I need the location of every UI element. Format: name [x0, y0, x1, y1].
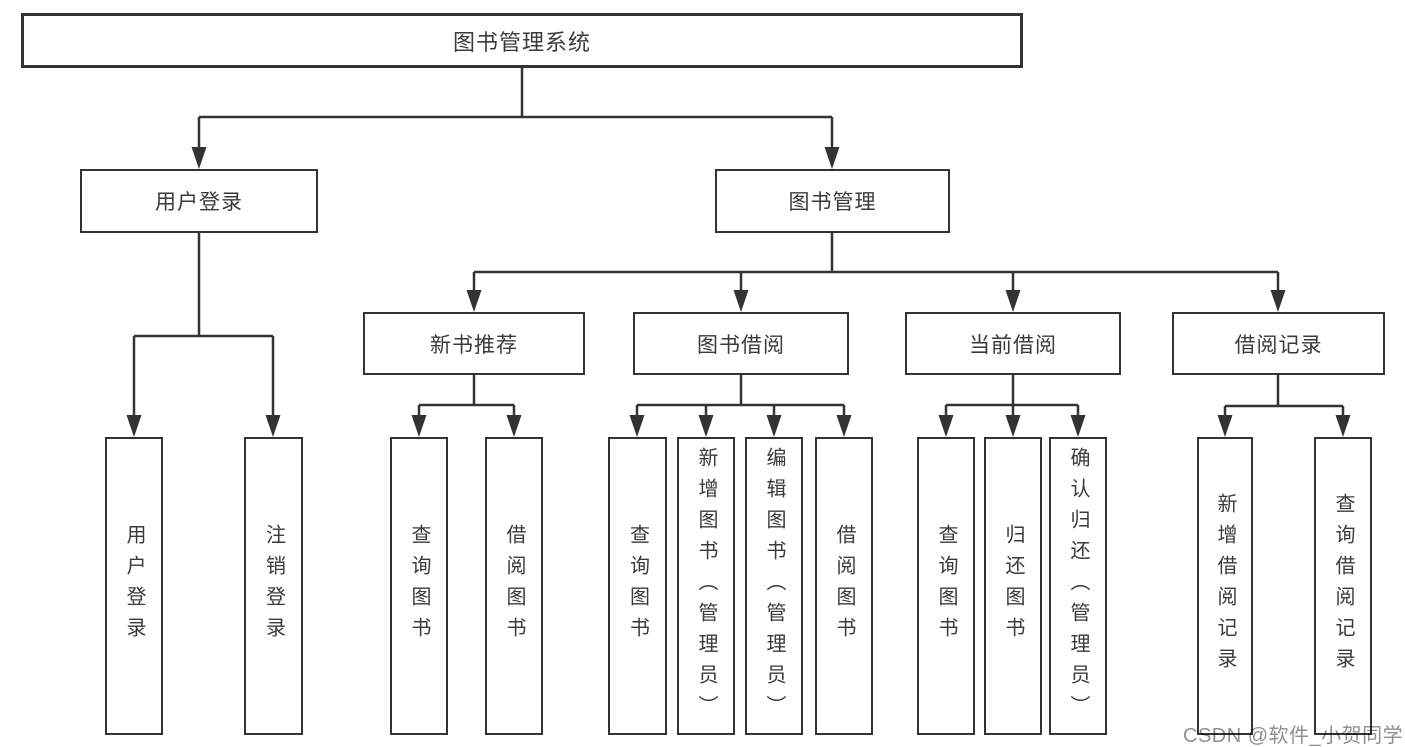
node-user-login-branch-label: 用户登录: [155, 191, 243, 214]
leaf-cb-confirm-return-admin-label: 确认归还（管理员）: [1067, 446, 1089, 726]
node-current-borrowing-label: 当前借阅: [969, 333, 1057, 357]
leaf-cb-query-books-label: 查询图书: [935, 524, 957, 648]
leaf-nb-query-books-label: 查询图书: [408, 524, 430, 648]
leaf-bb-query-books-label: 查询图书: [626, 524, 649, 648]
node-current-borrowing: 当前借阅: [905, 312, 1121, 375]
leaf-br-add-record: 新增借阅记录: [1197, 437, 1253, 735]
leaf-br-query-record: 查询借阅记录: [1314, 437, 1372, 735]
node-system-root-label: 图书管理系统: [452, 29, 591, 55]
leaf-bb-query-books: 查询图书: [608, 437, 667, 735]
node-book-management-label: 图书管理: [788, 191, 877, 214]
leaf-cb-return-books-label: 归还图书: [1002, 524, 1024, 648]
leaf-nb-borrow-books: 借阅图书: [485, 437, 543, 735]
leaf-cb-confirm-return-admin: 确认归还（管理员）: [1049, 437, 1107, 735]
leaf-bb-borrow-books-label: 借阅图书: [833, 524, 855, 648]
leaf-user-login: 用户登录: [105, 437, 163, 735]
node-new-book-recommend: 新书推荐: [363, 312, 585, 375]
node-system-root: 图书管理系统: [21, 13, 1023, 68]
leaf-br-add-record-label: 新增借阅记录: [1214, 493, 1236, 679]
node-borrowing-records: 借阅记录: [1172, 312, 1385, 375]
leaf-bb-add-books-admin-label: 新增图书（管理员）: [695, 446, 717, 726]
leaf-nb-query-books: 查询图书: [390, 437, 448, 735]
leaf-cb-return-books: 归还图书: [984, 437, 1042, 735]
node-new-book-recommend-label: 新书推荐: [430, 333, 518, 357]
leaf-user-login-label: 用户登录: [123, 524, 145, 648]
leaf-logout-label: 注销登录: [262, 524, 285, 648]
node-borrowing-records-label: 借阅记录: [1234, 333, 1323, 357]
leaf-bb-add-books-admin: 新增图书（管理员）: [677, 437, 735, 735]
leaf-nb-borrow-books-label: 借阅图书: [503, 524, 525, 648]
leaf-logout: 注销登录: [244, 437, 303, 735]
leaf-bb-edit-books-admin: 编辑图书（管理员）: [745, 437, 803, 735]
node-book-borrowing-label: 图书借阅: [697, 333, 785, 357]
watermark-text: CSDN @软件_小贺同学: [1183, 725, 1404, 747]
leaf-bb-borrow-books: 借阅图书: [815, 437, 873, 735]
leaf-br-query-record-label: 查询借阅记录: [1332, 493, 1354, 679]
leaf-cb-query-books: 查询图书: [917, 437, 975, 735]
node-user-login-branch: 用户登录: [80, 169, 318, 233]
node-book-management: 图书管理: [715, 169, 950, 233]
node-book-borrowing: 图书借阅: [633, 312, 849, 375]
leaf-bb-edit-books-admin-label: 编辑图书（管理员）: [763, 446, 785, 726]
